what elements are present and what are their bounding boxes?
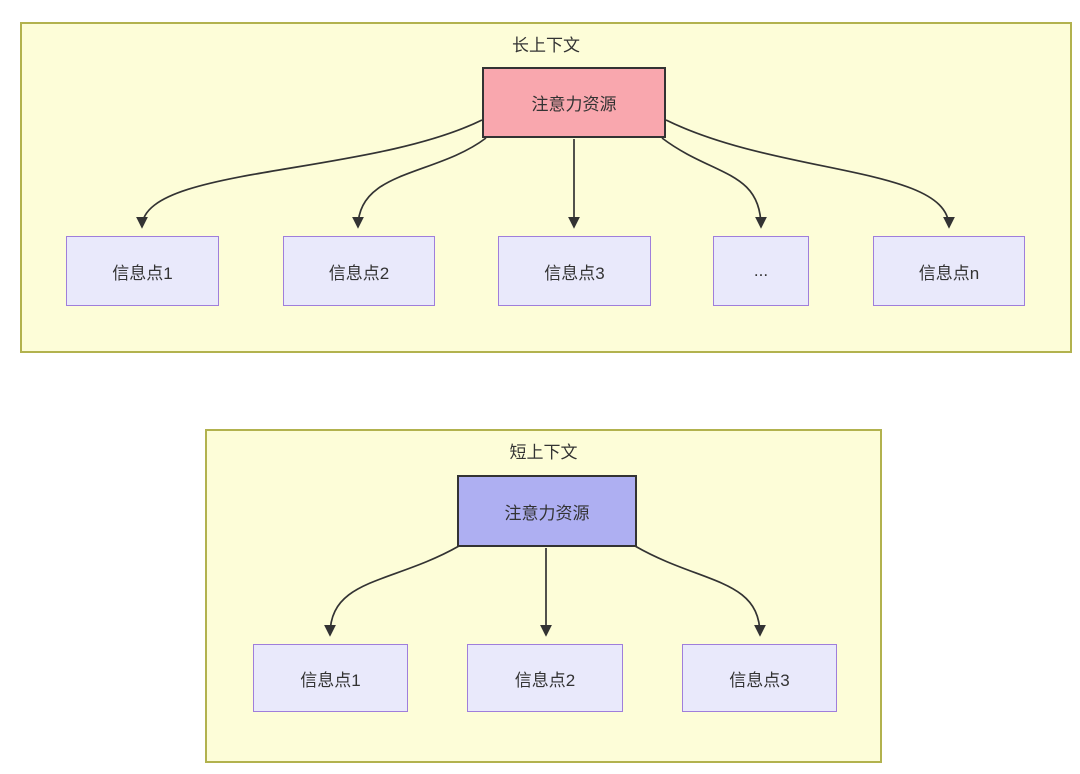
short-context-title: 短上下文 xyxy=(509,443,578,462)
info-point-long-n-label: 信息点n xyxy=(918,263,980,283)
attention-resources-node-short: 注意力资源 xyxy=(457,475,637,547)
attention-resources-label-short: 注意力资源 xyxy=(504,503,590,523)
info-point-long-ellipsis: ... xyxy=(713,236,809,306)
info-point-short-2: 信息点2 xyxy=(467,644,623,712)
info-point-long-1-label: 信息点1 xyxy=(112,263,173,283)
info-point-long-n: 信息点n xyxy=(873,236,1025,306)
info-point-long-ellipsis-label: ... xyxy=(753,261,769,280)
info-point-long-2-label: 信息点2 xyxy=(328,263,390,283)
info-point-short-3-label: 信息点3 xyxy=(729,670,790,690)
attention-resources-label-long: 注意力资源 xyxy=(531,95,617,114)
long-context-title: 长上下文 xyxy=(512,36,580,55)
info-point-short-1: 信息点1 xyxy=(253,644,408,712)
info-point-short-3: 信息点3 xyxy=(682,644,837,712)
info-point-long-3: 信息点3 xyxy=(498,236,651,306)
info-point-long-1: 信息点1 xyxy=(66,236,219,306)
info-point-long-3-label: 信息点3 xyxy=(544,263,605,283)
info-point-long-2: 信息点2 xyxy=(283,236,435,306)
info-point-short-1-label: 信息点1 xyxy=(300,670,361,690)
info-point-short-2-label: 信息点2 xyxy=(514,670,576,690)
attention-resources-node-long: 注意力资源 xyxy=(482,67,666,138)
